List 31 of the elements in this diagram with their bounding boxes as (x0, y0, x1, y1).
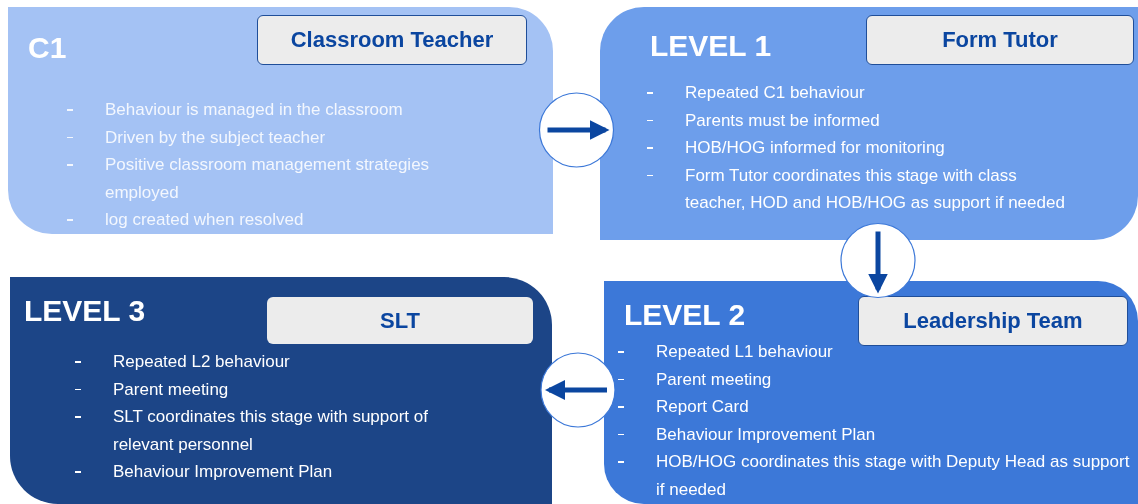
bullet-item: Driven by the subject teacher (105, 126, 327, 149)
role-label: Classroom Teacher (257, 15, 527, 65)
arrow (547, 120, 610, 140)
level-panel (10, 277, 552, 504)
bullet-item: Report Card (656, 396, 750, 418)
bullet-item: log created when resolved (105, 209, 305, 231)
bullet-item: Repeated L2 behaviour (113, 351, 291, 373)
level-heading: LEVEL 1 (650, 29, 772, 63)
bullet-item: Parent meeting (113, 378, 230, 401)
level-panel (8, 7, 553, 234)
bullet-item: Behaviour is managed in the classroom (105, 99, 404, 121)
level-heading: LEVEL 3 (24, 294, 146, 328)
bullet-item: Repeated C1 behaviour (685, 82, 866, 104)
level-heading: C1 (28, 31, 67, 65)
bullet-item: Parents must be informed (685, 109, 881, 132)
bullet-item: Form Tutor coordinates this stage with class teacher, HOD and HOB/HOG as support if needed (685, 164, 1065, 214)
level-heading: LEVEL 2 (624, 298, 746, 332)
role-label: Form Tutor (866, 15, 1134, 65)
level-panel (604, 281, 1138, 504)
role-label: SLT (267, 297, 533, 344)
bullet-item: HOB/HOG informed for monitoring (685, 137, 946, 159)
level-panel (600, 7, 1138, 240)
bullet-item: Repeated L1 behaviour (656, 341, 834, 363)
bullet-item: Behaviour Improvement Plan (656, 423, 877, 446)
bullet-item: HOB/HOG coordinates this stage with Deputy Head as support if needed (656, 451, 1131, 501)
arrow (868, 231, 888, 294)
bullet-item: Parent meeting (656, 368, 773, 391)
arrow (545, 380, 607, 400)
role-label: Leadership Team (858, 296, 1128, 346)
bullet-item: SLT coordinates this stage with support of relevant personnel (113, 406, 429, 456)
bullet-item: Behaviour Improvement Plan (113, 461, 334, 483)
